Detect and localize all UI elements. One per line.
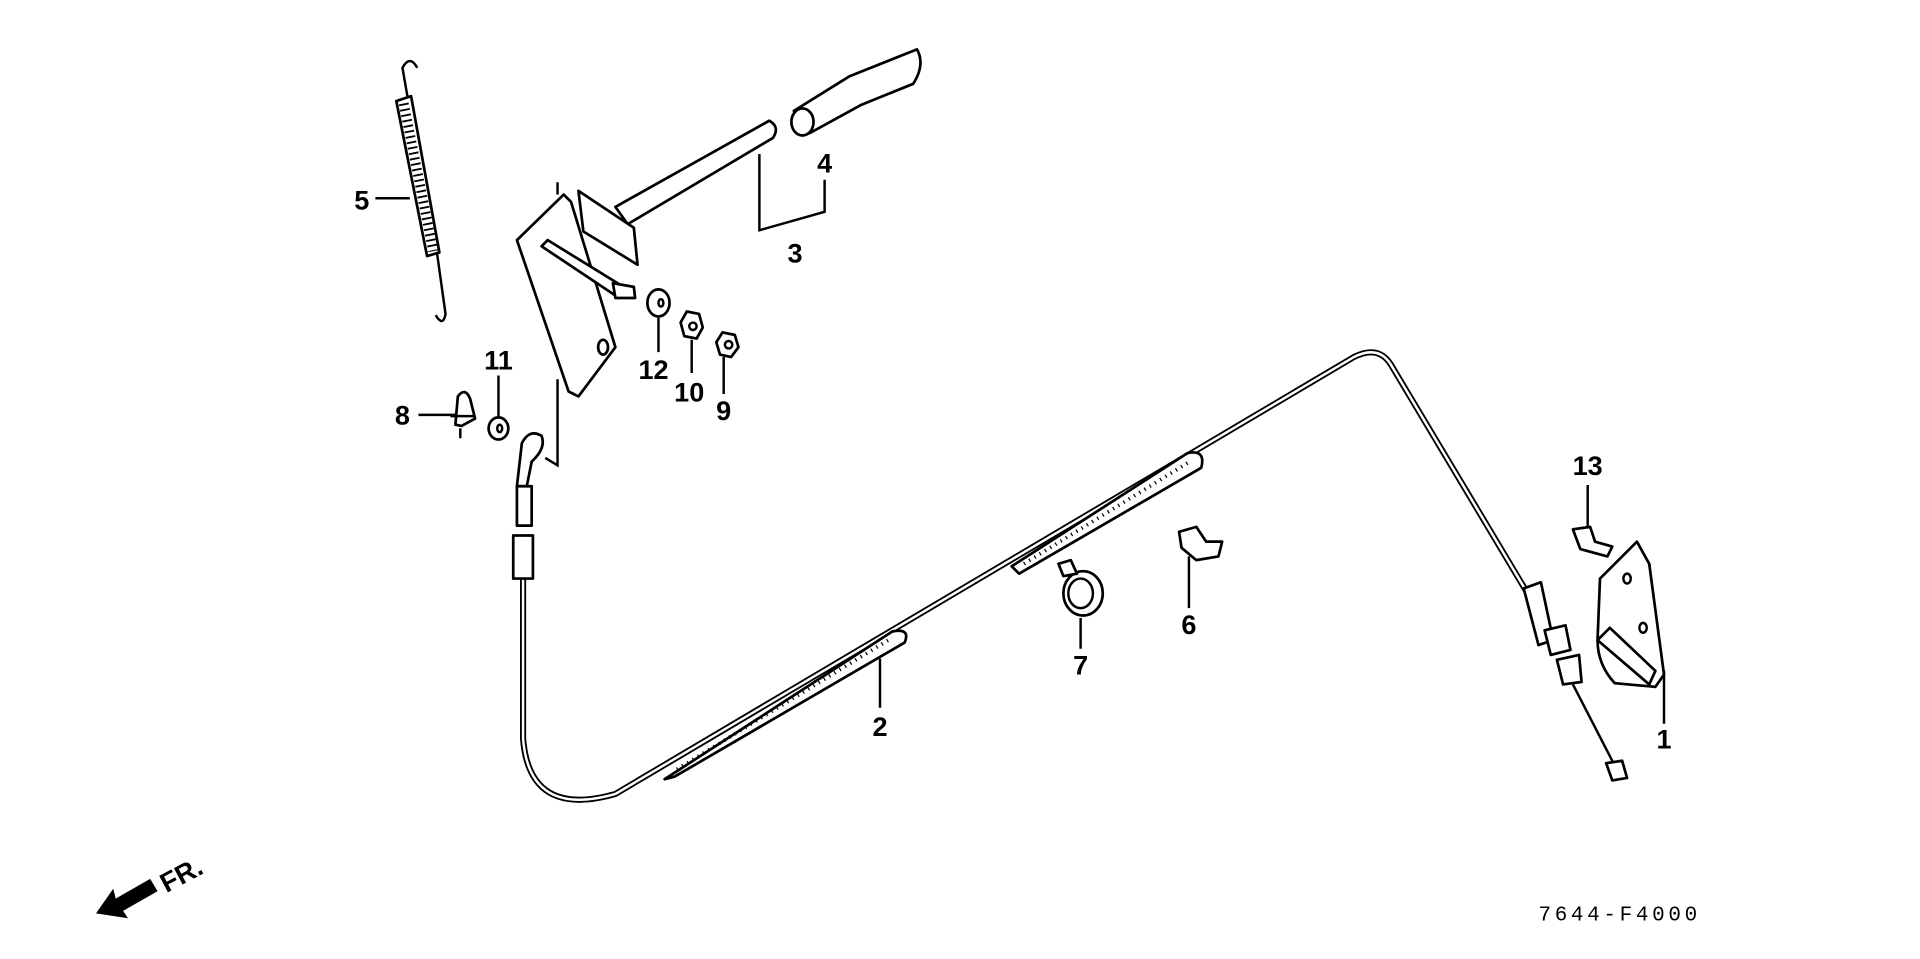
label-1[interactable]: 1 (1656, 723, 1671, 754)
washer-part-12[interactable] (646, 287, 671, 318)
cable-part-2[interactable] (511, 349, 1629, 803)
label-9[interactable]: 9 (716, 395, 731, 426)
label-7[interactable]: 7 (1073, 650, 1088, 681)
leader-lines (375, 197, 1666, 724)
leader-3-4 (758, 153, 826, 232)
label-2[interactable]: 2 (872, 711, 887, 742)
label-10[interactable]: 10 (674, 376, 704, 407)
front-arrow-label: FR. (155, 851, 208, 899)
label-5[interactable]: 5 (354, 184, 369, 215)
label-11[interactable]: 11 (484, 344, 513, 375)
bracket-part-1[interactable] (1596, 540, 1666, 689)
label-12[interactable]: 12 (638, 354, 668, 385)
clip-part-6[interactable] (1177, 525, 1224, 562)
label-4[interactable]: 4 (817, 147, 832, 178)
nut-part-9[interactable] (714, 331, 740, 359)
bolt-part-13[interactable] (1571, 525, 1614, 558)
spring-part-5[interactable] (394, 59, 447, 323)
label-6[interactable]: 6 (1181, 609, 1196, 640)
grip-part-4[interactable] (790, 47, 922, 137)
clip-part-8[interactable] (450, 390, 477, 439)
lever-bracket-part-3[interactable] (515, 119, 778, 468)
label-3[interactable]: 3 (788, 237, 803, 268)
label-13[interactable]: 13 (1573, 450, 1603, 481)
diagram-code: 7644-F4000 (1538, 905, 1700, 928)
washer-part-11[interactable] (487, 415, 510, 441)
nut-part-10[interactable] (679, 310, 705, 340)
front-arrow-icon: FR. (96, 851, 208, 919)
clamp-part-7[interactable] (1057, 558, 1105, 617)
label-8[interactable]: 8 (395, 400, 410, 431)
